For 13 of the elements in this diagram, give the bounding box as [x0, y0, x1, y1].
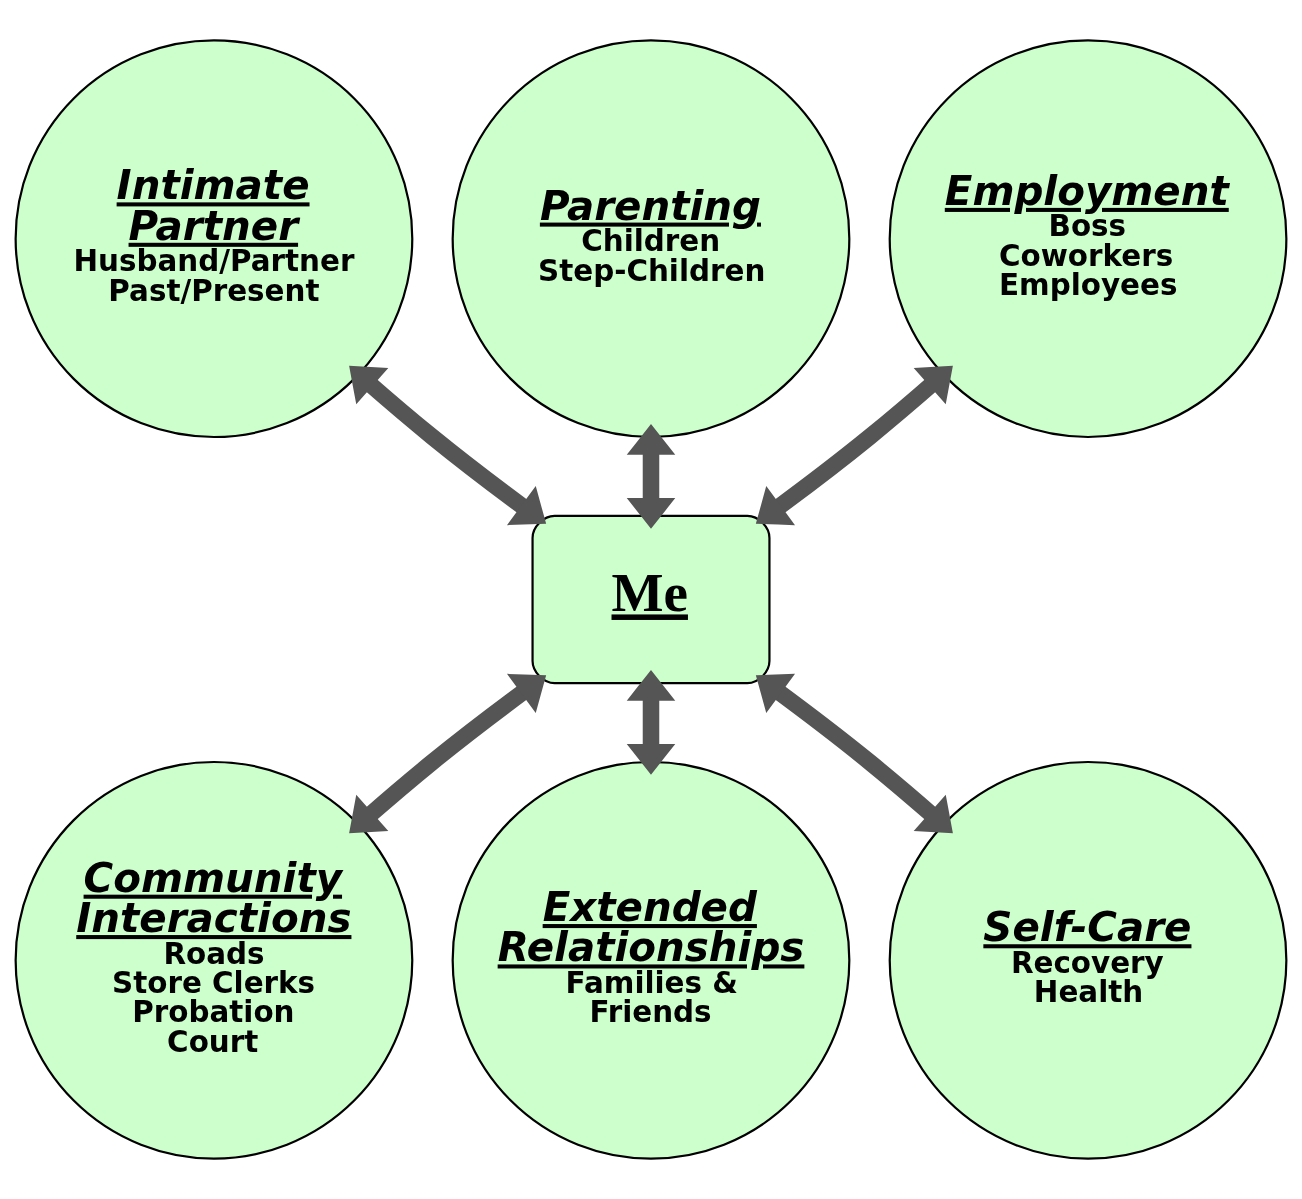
- arrow: [755, 365, 953, 526]
- arrow: [349, 673, 547, 834]
- arrow: [349, 365, 547, 526]
- node-circle: Extended Relationships Families & Friends: [451, 760, 851, 1160]
- arrow: [626, 424, 676, 529]
- arrow: [626, 669, 676, 775]
- node-circle: Parenting Children Step-Children: [451, 39, 851, 439]
- node-circle: Employment Boss Coworkers Employees: [888, 39, 1288, 439]
- node-circle: Intimate Partner Husband/Partner Past/Present: [14, 39, 414, 439]
- node-circle: Self-Care Recovery Health: [888, 760, 1288, 1160]
- node-circle: Community Interactions Roads Store Clerks Probation Court: [14, 760, 414, 1160]
- arrow: [755, 673, 953, 834]
- node-box: Me: [531, 514, 771, 685]
